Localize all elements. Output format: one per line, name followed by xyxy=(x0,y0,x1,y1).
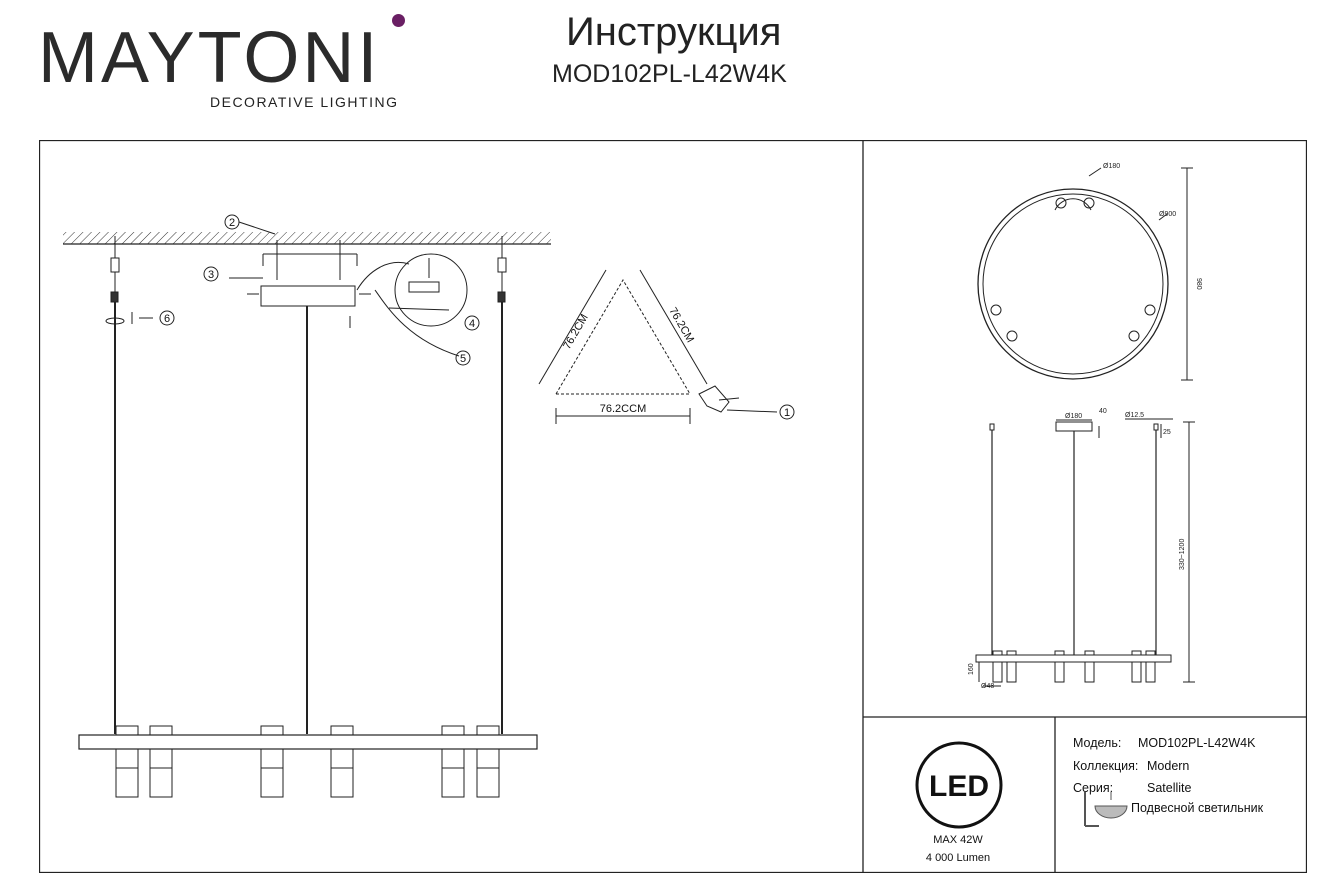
fixture-type: Подвесной светильник xyxy=(1131,801,1264,815)
pendant-icon xyxy=(1084,792,1128,827)
collection-value: Modern xyxy=(1147,759,1190,773)
led-badge-text: LED xyxy=(929,770,989,803)
triangle-dim-left: 76.2CM xyxy=(561,312,591,351)
callout-3: 3 xyxy=(208,269,214,281)
installation-diagram xyxy=(63,214,795,798)
sheet-drawing: 2 3 4 5 6 1 76.2CM 76.2CM 76.2CCM xyxy=(39,140,1307,873)
ceiling-hatch xyxy=(63,232,551,244)
brand-tagline: DECORATIVE LIGHTING xyxy=(210,94,399,110)
technical-drawing xyxy=(975,167,1195,687)
triangle-dim-right: 76.2CM xyxy=(666,306,696,345)
triangle-dim-bottom: 76.2CCM xyxy=(600,403,646,415)
dim-suspension-range: 330~1200 xyxy=(1179,539,1186,570)
dim-canopy-height: 40 xyxy=(1099,408,1107,415)
model-value: MOD102PL-L42W4K xyxy=(1138,736,1256,750)
drawing-dimension-labels: Ø180 Ø900 980 Ø180 40 Ø12.5 25 330~1200 … xyxy=(968,163,1202,690)
power-rating: MAX 42W xyxy=(933,834,983,846)
dim-cap-diameter: Ø180 xyxy=(1103,163,1120,170)
document-title: Инструкция xyxy=(566,10,782,54)
outer-frame xyxy=(39,140,1307,873)
document-model: MOD102PL-L42W4K xyxy=(552,60,787,88)
led-badge: LED xyxy=(915,741,1003,829)
dim-overall-height: 980 xyxy=(1195,278,1202,290)
instruction-sheet: 2 3 4 5 6 1 76.2CM 76.2CM 76.2CCM xyxy=(39,140,1307,873)
brand-logo: MAYTONI DECORATIVE LIGHTING xyxy=(38,14,410,114)
model-label: Модель: xyxy=(1073,736,1122,750)
callout-5: 5 xyxy=(460,353,466,365)
collection-label: Коллекция: xyxy=(1073,759,1139,773)
series-value: Satellite xyxy=(1147,781,1192,795)
dim-cable-diameter: Ø12.5 xyxy=(1125,412,1144,419)
dim-spot-height: 160 xyxy=(968,663,975,675)
dim-cable-top: 25 xyxy=(1163,429,1171,436)
callout-1: 1 xyxy=(784,407,790,419)
callout-2: 2 xyxy=(229,217,235,229)
dim-spot-diameter: Ø48 xyxy=(981,683,994,690)
lumen-rating: 4 000 Lumen xyxy=(925,852,991,864)
brand-name: MAYTONI xyxy=(38,18,381,98)
callout-6: 6 xyxy=(164,313,170,325)
series-label: Серия: xyxy=(1073,781,1114,795)
dim-ring-diameter: Ø900 xyxy=(1159,211,1176,218)
callout-4: 4 xyxy=(469,318,475,330)
brand-accent-dot xyxy=(392,14,405,27)
dim-canopy-diameter: Ø180 xyxy=(1065,413,1082,420)
